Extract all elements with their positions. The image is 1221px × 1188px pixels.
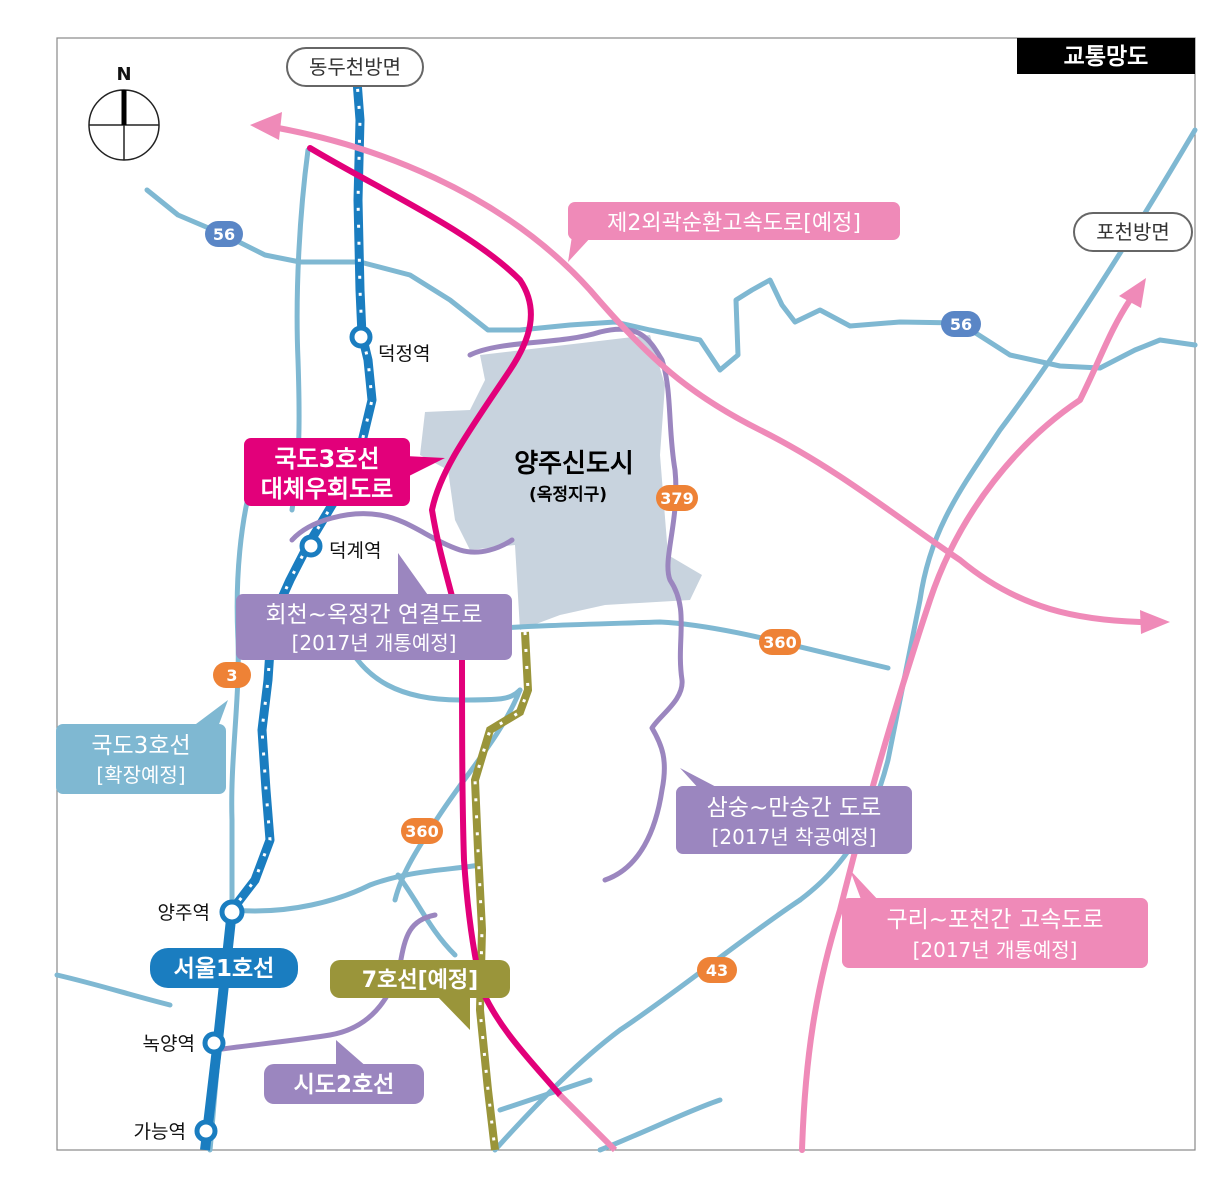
compass-north-label: N [116, 64, 131, 85]
route-56-east-badge [941, 311, 981, 337]
svg-text:56: 56 [213, 225, 235, 244]
svg-text:379: 379 [660, 489, 693, 508]
road-56-east [647, 277, 1198, 373]
route-43-badge [697, 957, 737, 983]
new-town-district-area [420, 335, 702, 630]
road-sw-bottom [54, 972, 173, 1008]
nogyang-station-marker [202, 1031, 226, 1055]
second-ring-expressway [275, 125, 1143, 625]
line-7-callout: 7호선[예정] [330, 960, 510, 1030]
yangju-station-marker [219, 899, 245, 925]
svg-text:56: 56 [950, 315, 972, 334]
district-subname: (옥정지구) [529, 485, 607, 505]
route-360-west-badge [401, 818, 443, 844]
road-43-sw [492, 897, 803, 1153]
hoecheon-okjeong-road [289, 511, 515, 555]
road-3-west [229, 467, 258, 913]
svg-text:국도3호선: 국도3호선 [91, 733, 190, 759]
hoecheon-okjeong-callout: 회천~옥정간 연결도로 [2017년 개통예정] [236, 553, 512, 660]
sido-2-callout: 시도2호선 [264, 1040, 424, 1104]
svg-text:구리~포천간 고속도로: 구리~포천간 고속도로 [886, 907, 1103, 933]
route-3-bypass-callout: 국도3호선 대체우회도로 [244, 438, 445, 506]
yangju-station-label: 양주역 [158, 902, 210, 924]
guri-pocheon-north-arrow [1119, 278, 1146, 308]
svg-text:[2017년 개통예정]: [2017년 개통예정] [913, 938, 1078, 962]
samsung-mansong-road [467, 326, 685, 883]
district-name: 양주신도시 [514, 449, 634, 479]
road-south-middle [229, 862, 483, 914]
ganeung-station-label: 가능역 [134, 1121, 186, 1143]
deokjeong-station-marker [349, 325, 373, 349]
deokgye-station-label: 덕계역 [329, 540, 381, 562]
route-360-east-badge [759, 629, 801, 655]
pocheon-direction-label: 포천방면 [1096, 220, 1170, 244]
svg-text:43: 43 [706, 961, 728, 980]
route-379-badge [656, 485, 698, 511]
dongducheon-direction-label: 동두천방면 [309, 55, 401, 79]
route-3-expansion-callout: 국도3호선 [확장예정] [56, 700, 228, 794]
svg-text:제2외곽순환고속도로[예정]: 제2외곽순환고속도로[예정] [607, 211, 861, 236]
svg-text:360: 360 [763, 633, 796, 652]
svg-text:3: 3 [226, 666, 237, 685]
samsung-mansong-callout: 삼숭~만송간 도로 [2017년 착공예정] [676, 768, 912, 854]
svg-text:[2017년 개통예정]: [2017년 개통예정] [292, 631, 457, 655]
title-box [1017, 38, 1195, 74]
route-56-west-badge [205, 221, 243, 247]
route-3-badge [213, 662, 251, 688]
seoul-line-1-callout: 서울1호선 [150, 948, 298, 988]
expressways [275, 125, 1143, 1153]
svg-text:360: 360 [405, 822, 438, 841]
north-compass-icon [88, 89, 160, 161]
second-ring-west-arrow [250, 112, 282, 140]
road-360-west [342, 637, 523, 703]
sido-2-road [212, 912, 438, 1053]
svg-text:[2017년 착공예정]: [2017년 착공예정] [712, 825, 877, 849]
pocheon-direction-box [1073, 212, 1193, 252]
svg-text:삼숭~만송간 도로: 삼숭~만송간 도로 [707, 795, 882, 821]
bypass-bottom-tail [557, 1092, 618, 1153]
deokgye-station-marker [299, 534, 323, 558]
map-title: 교통망도 [1064, 44, 1149, 70]
connector-roads [212, 326, 685, 1053]
ganeung-station-marker [194, 1119, 218, 1143]
svg-text:대체우회도로: 대체우회도로 [261, 475, 393, 503]
road-lower-right [597, 1097, 723, 1153]
svg-text:서울1호선: 서울1호선 [174, 956, 275, 982]
svg-text:7호선[예정]: 7호선[예정] [362, 968, 478, 993]
guri-pocheon-callout: 구리~포천간 고속도로 [2017년 개통예정] [842, 870, 1148, 968]
svg-text:[확장예정]: [확장예정] [96, 763, 185, 787]
svg-text:국도3호선: 국도3호선 [274, 445, 379, 473]
stations [194, 325, 373, 1143]
svg-text:회천~옥정간 연결도로: 회천~옥정간 연결도로 [265, 602, 482, 628]
svg-text:시도2호선: 시도2호선 [294, 1072, 395, 1098]
line-7-planned [470, 631, 533, 1151]
road-badges: 56 56 3 379 360 360 43 [205, 221, 981, 983]
deokjeong-station-label: 덕정역 [378, 343, 430, 365]
second-ring-callout: 제2외곽순환고속도로[예정] [568, 202, 900, 262]
nogyang-station-label: 녹양역 [143, 1033, 195, 1055]
dongducheon-direction-box [286, 47, 424, 87]
road-bottom-sw [497, 1077, 593, 1113]
second-ring-east-arrow [1140, 610, 1170, 634]
guri-pocheon-expressway [799, 297, 1133, 1153]
